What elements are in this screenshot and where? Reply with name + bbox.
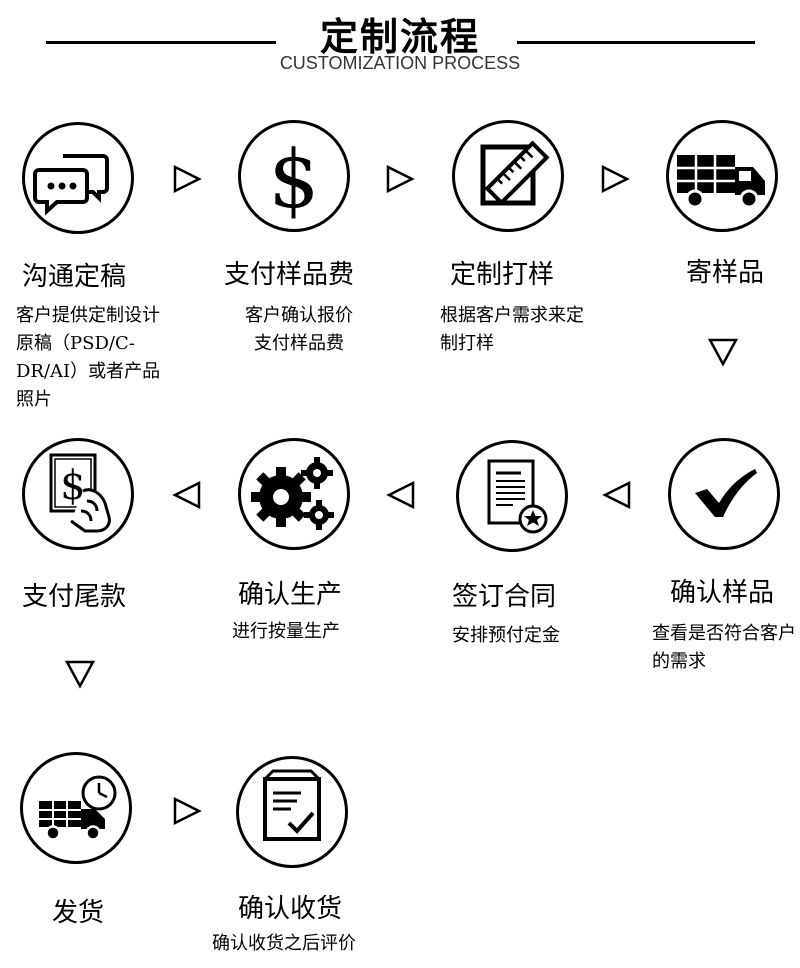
contract-document-icon bbox=[487, 459, 548, 534]
arrow-left-1 bbox=[172, 480, 202, 510]
step-pay-sample-title: 支付样品费 bbox=[224, 260, 355, 290]
arrow-down-icon bbox=[707, 338, 739, 367]
step-communicate-circle bbox=[22, 122, 134, 234]
header-line-left bbox=[46, 41, 276, 44]
gears-icon bbox=[251, 457, 334, 530]
step-pay-sample-circle: $ bbox=[238, 120, 350, 232]
step-send-sample-circle bbox=[666, 120, 778, 232]
arrow-right-3 bbox=[600, 164, 630, 194]
step-sign-contract-title: 签订合同 bbox=[452, 582, 557, 612]
step-confirm-receipt-title: 确认收货 bbox=[238, 894, 343, 924]
header-line-right bbox=[517, 41, 755, 44]
arrow-left-icon bbox=[386, 480, 415, 510]
arrow-down-icon bbox=[64, 660, 96, 689]
step-ship-title: 发货 bbox=[52, 898, 105, 928]
delivery-truck-icon bbox=[677, 155, 765, 209]
checkmark-icon bbox=[695, 469, 757, 517]
step-confirm-receipt-circle bbox=[236, 756, 348, 868]
step-confirm-receipt-desc: 确认收货之后评价 bbox=[212, 933, 356, 954]
step-sign-contract-circle bbox=[456, 440, 568, 552]
box-check-icon bbox=[263, 769, 321, 841]
step-confirm-sample-desc: 查看是否符合客户的需求 bbox=[652, 623, 796, 672]
arrow-left-icon bbox=[172, 480, 201, 510]
arrow-left-2 bbox=[386, 480, 416, 510]
hand-money-icon: $ bbox=[49, 453, 111, 533]
arrow-left-3 bbox=[602, 480, 632, 510]
svg-text:$: $ bbox=[269, 133, 320, 226]
page-title: 定制流程 bbox=[319, 15, 480, 59]
step-make-sample-desc: 根据客户需求来定制打样 bbox=[440, 305, 584, 354]
arrow-left-icon bbox=[602, 480, 631, 510]
step-make-sample-circle bbox=[452, 120, 564, 232]
step-confirm-production-desc: 进行按量生产 bbox=[232, 621, 340, 642]
step-confirm-production-title: 确认生产 bbox=[238, 580, 343, 610]
arrow-right-4 bbox=[172, 796, 202, 826]
step-communicate-title: 沟通定稿 bbox=[22, 262, 127, 292]
step-pay-sample-desc: 客户确认报价 支付样品费 bbox=[245, 305, 353, 354]
step-confirm-sample-circle bbox=[668, 438, 780, 550]
arrow-right-icon bbox=[173, 164, 202, 194]
arrow-right-icon bbox=[386, 164, 415, 194]
chat-bubbles-icon bbox=[33, 154, 109, 216]
arrow-right-1 bbox=[172, 164, 202, 194]
arrow-right-icon bbox=[173, 796, 202, 826]
step-confirm-production-circle bbox=[238, 438, 350, 550]
step-pay-balance-title: 支付尾款 bbox=[22, 582, 127, 612]
arrow-down-1 bbox=[707, 336, 739, 368]
step-confirm-sample-title: 确认样品 bbox=[670, 578, 775, 608]
step-pay-balance-circle: $ bbox=[22, 438, 134, 550]
step-communicate-desc: 客户提供定制设计原稿（PSD/C-DR/AI）或者产品照片 bbox=[16, 305, 161, 410]
dollar-icon: $ bbox=[269, 133, 320, 226]
step-sign-contract-desc: 安排预付定金 bbox=[452, 625, 560, 646]
step-ship-circle bbox=[20, 752, 132, 864]
page-subtitle: CUSTOMIZATION PROCESS bbox=[279, 53, 521, 73]
step-send-sample-title: 寄样品 bbox=[686, 258, 765, 288]
step-make-sample-title: 定制打样 bbox=[450, 260, 555, 290]
truck-clock-icon bbox=[39, 775, 117, 841]
arrow-down-2 bbox=[64, 658, 96, 690]
arrow-right-icon bbox=[601, 164, 630, 194]
arrow-right-2 bbox=[385, 164, 415, 194]
ruler-pencil-icon bbox=[480, 140, 550, 206]
